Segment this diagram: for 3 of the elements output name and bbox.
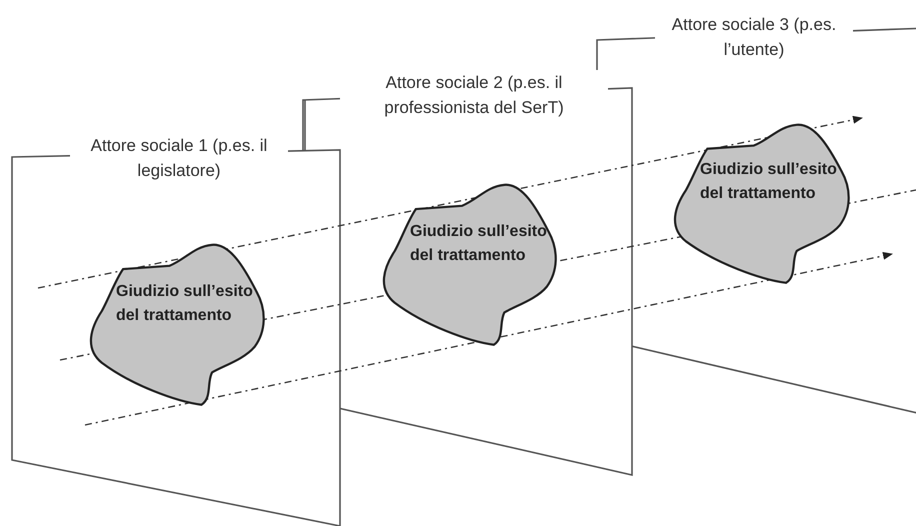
blob-label: Giudizio sull’esito del trattamento	[410, 222, 548, 266]
blob-label: Giudizio sull’esito del trattamento	[116, 282, 254, 326]
blob-label: Giudizio sull’esito del trattamento	[700, 160, 838, 204]
